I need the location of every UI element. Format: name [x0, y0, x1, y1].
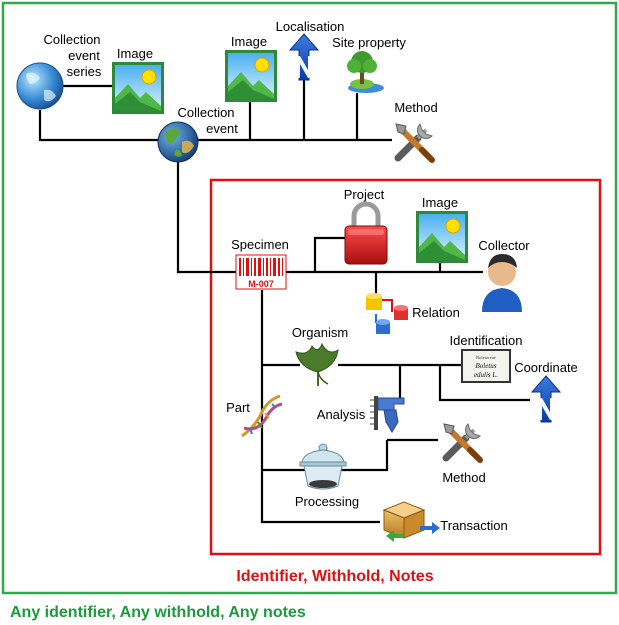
person-icon — [482, 254, 522, 312]
collection-event-label-2: event — [206, 121, 238, 136]
image-node-top-left: Image — [111, 46, 165, 115]
image-top-center-label: Image — [231, 34, 267, 49]
method-top-node: Method — [394, 100, 438, 160]
collector-label: Collector — [478, 238, 530, 253]
outer-frame — [1, 1, 618, 595]
north-arrow-icon — [289, 33, 319, 81]
collection-event-series-label-3: series — [67, 64, 102, 79]
collector-node: Collector — [478, 238, 530, 312]
coordinate-node: Coordinate — [514, 360, 578, 423]
database-relation-icon — [366, 293, 408, 334]
card-line-3: edulis L. — [474, 371, 498, 379]
tools-icon — [396, 124, 432, 160]
image-icon — [415, 210, 469, 264]
label-card-icon: Boletaceae Boletus edulis L. — [461, 349, 511, 383]
site-property-node: Site property — [332, 35, 406, 93]
relation-label: Relation — [412, 305, 460, 320]
image-node-top-center: Image — [224, 34, 278, 103]
collection-event-series-label-2: event — [68, 48, 100, 63]
collection-event-node: Collection event — [157, 105, 238, 163]
collection-event-series-label-1: Collection — [43, 32, 100, 47]
card-line-1: Boletaceae — [476, 355, 496, 360]
analysis-label: Analysis — [317, 407, 366, 422]
desiccator-icon — [299, 443, 347, 490]
connector-lines — [38, 73, 530, 524]
relation-node: Relation — [366, 293, 460, 334]
earth-globe-icon — [157, 121, 199, 163]
specimen-label: Specimen — [231, 237, 289, 252]
inner-footer-text: Identifier, Withhold, Notes — [236, 568, 433, 585]
tree-island-icon — [347, 51, 384, 93]
tools-icon — [444, 424, 480, 460]
project-label: Project — [344, 187, 385, 202]
method-bottom-node: Method — [442, 424, 486, 485]
caliper-icon — [370, 396, 405, 433]
organism-label: Organism — [292, 325, 348, 340]
method-bottom-label: Method — [442, 470, 485, 485]
globe-icon — [16, 62, 64, 110]
part-node: Part — [226, 394, 283, 438]
image-top-left-label: Image — [117, 46, 153, 61]
coordinate-label: Coordinate — [514, 360, 578, 375]
collection-event-series-node: Collection event series — [16, 32, 102, 110]
leaf-icon — [295, 342, 339, 386]
analysis-node: Analysis — [317, 396, 405, 433]
padlock-icon — [344, 201, 388, 265]
card-line-2: Boletus — [476, 362, 497, 370]
identification-node: Identification Boletaceae Boletus edulis… — [450, 333, 523, 383]
localisation-label: Localisation — [276, 19, 345, 34]
image-node-specimen: Image — [415, 195, 469, 264]
processing-label: Processing — [295, 494, 359, 509]
inner-frame — [209, 178, 602, 556]
image-icon — [111, 61, 165, 115]
method-top-label: Method — [394, 100, 437, 115]
collection-event-label-1: Collection — [177, 105, 234, 120]
project-node: Project — [344, 187, 388, 265]
localisation-node: Localisation — [276, 19, 345, 81]
dna-icon — [241, 394, 283, 438]
image-icon — [224, 49, 278, 103]
site-property-label: Site property — [332, 35, 406, 50]
image-specimen-label: Image — [422, 195, 458, 210]
specimen-node: Specimen M-007 — [231, 237, 289, 290]
barcode-icon: M-007 — [235, 254, 287, 290]
organism-node: Organism — [292, 325, 348, 386]
transaction-node: Transaction — [382, 501, 508, 542]
identification-label: Identification — [450, 333, 523, 348]
transaction-label: Transaction — [440, 518, 507, 533]
processing-node: Processing — [295, 443, 359, 509]
package-exchange-icon — [382, 501, 440, 542]
outer-footer-text: Any identifier, Any withhold, Any notes — [10, 604, 306, 621]
part-label: Part — [226, 400, 250, 415]
barcode-text: M-007 — [248, 279, 274, 289]
north-arrow-icon — [531, 375, 561, 423]
